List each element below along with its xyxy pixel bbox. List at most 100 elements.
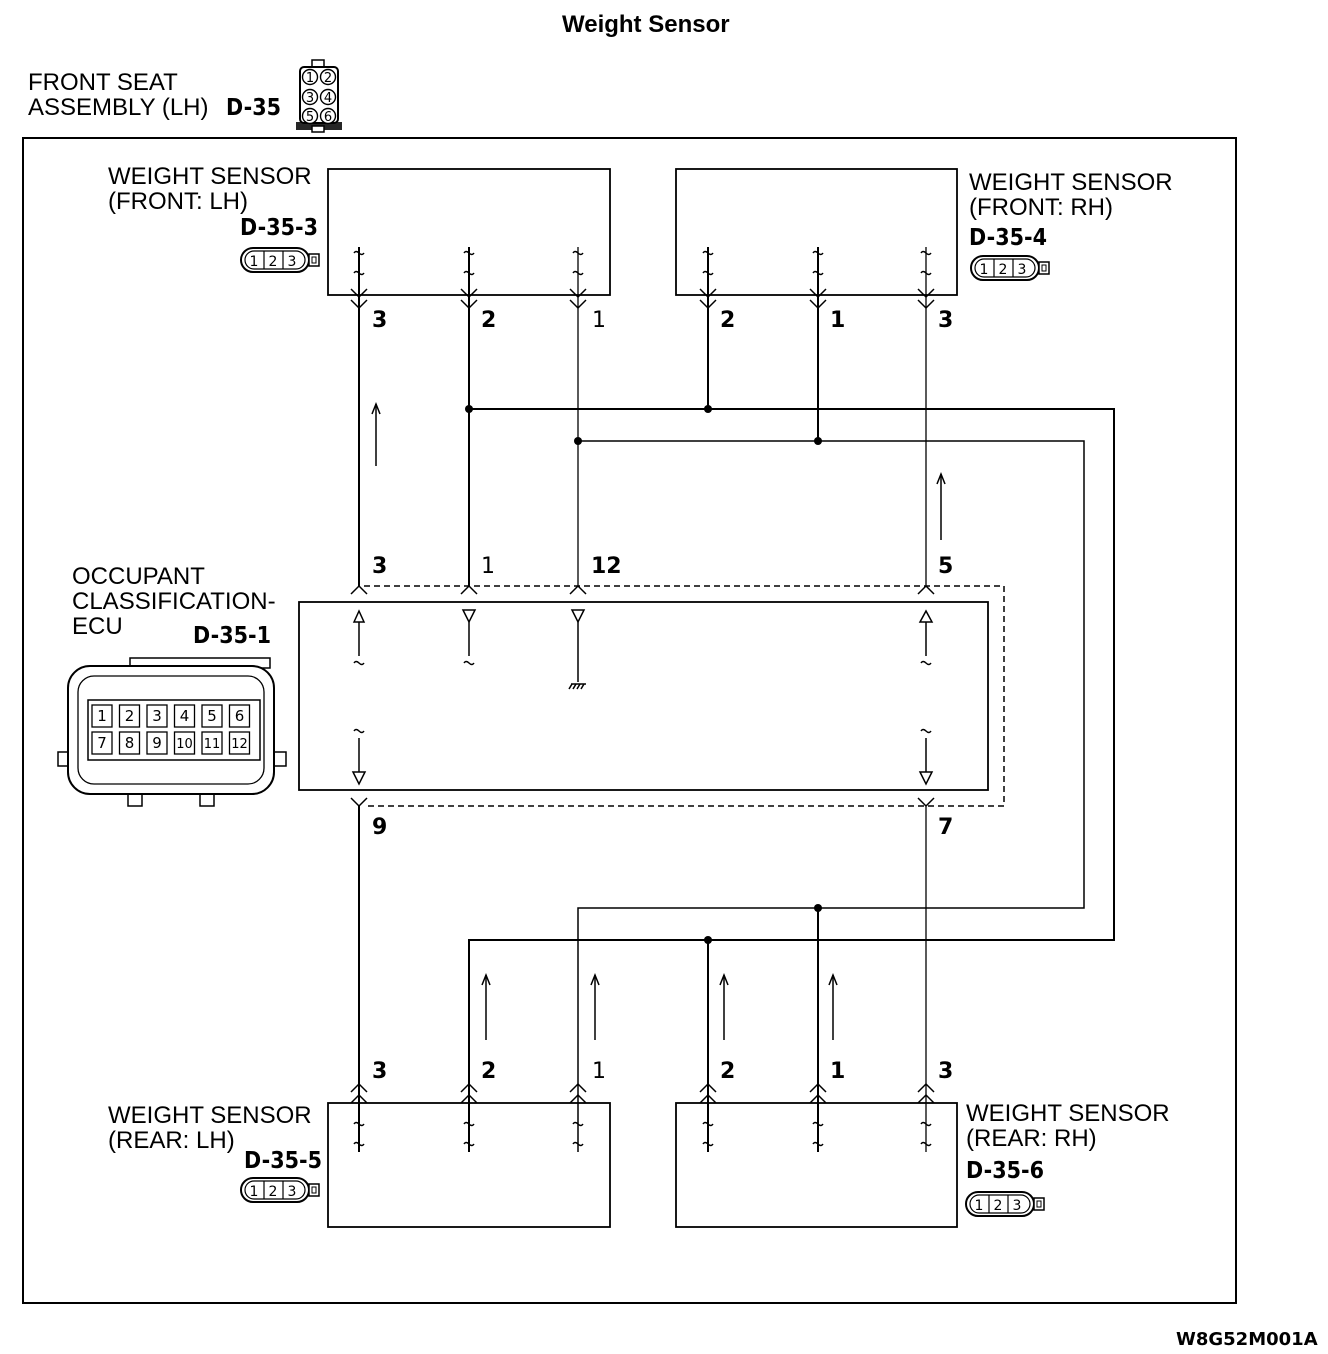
front-terminals xyxy=(350,250,935,310)
ecu-connector-pin-1: 1 xyxy=(97,707,107,725)
front-rh-pin-c: 3 xyxy=(938,308,954,333)
rear-rh-sensor-label-line1: WEIGHT SENSOR xyxy=(966,1100,1170,1127)
ecu-connector-pin-4: 4 xyxy=(180,707,190,725)
rear-lh-conn-pin-1: 1 xyxy=(250,1184,259,1200)
rear-rh-sensor-box xyxy=(675,1102,958,1228)
rear-rh-sensor-code: D-35-6 xyxy=(966,1158,1044,1184)
figure-id: W8G52M001A xyxy=(1176,1329,1318,1350)
harness-connector-icon xyxy=(296,59,342,133)
ecu-connector-pin-12: 12 xyxy=(231,737,248,752)
front-lh-conn-pin-1: 1 xyxy=(250,254,259,270)
harness-pin-4: 4 xyxy=(324,91,332,106)
harness-pin-2: 2 xyxy=(324,71,332,86)
rear-lh-sensor-label-line1: WEIGHT SENSOR xyxy=(108,1102,312,1129)
ecu-connector-cell xyxy=(146,704,168,728)
rear-rh-pin-b: 1 xyxy=(830,1059,846,1084)
ecu-bottom-terminals xyxy=(350,728,935,808)
ecu-connector-pin-3: 3 xyxy=(152,707,162,725)
rear-rh-conn-pin-1: 1 xyxy=(975,1198,984,1214)
rear-lh-conn-pin-2: 2 xyxy=(269,1184,278,1200)
harness-label-line1: FRONT SEAT xyxy=(28,69,178,96)
front-lh-conn-pin-3: 3 xyxy=(288,254,297,270)
ecu-connector-cell xyxy=(173,731,196,755)
junction-dots xyxy=(465,405,822,944)
front-lh-pin-a: 3 xyxy=(372,308,388,333)
harness-pin-6: 6 xyxy=(324,110,332,125)
ecu-connector-pin-8: 8 xyxy=(125,734,135,752)
rear-lh-sensor-code: D-35-5 xyxy=(244,1148,322,1174)
front-rh-pin-a: 2 xyxy=(720,308,736,333)
rear-lh-sensor-label-line2: (REAR: LH) xyxy=(108,1127,235,1154)
harness-connector-pins: 1 2 3 4 5 6 xyxy=(306,71,332,125)
front-rh-sensor-label-line1: WEIGHT SENSOR xyxy=(969,169,1173,196)
front-rh-sensor-box xyxy=(675,168,958,296)
ecu-connector-cell xyxy=(146,731,168,755)
ecu-connector-pin-6: 6 xyxy=(235,707,245,725)
ecu-top-terminals xyxy=(350,584,935,690)
ecu-label-line3: ECU xyxy=(72,613,123,640)
front-lh-pin-c: 1 xyxy=(592,308,606,333)
ecu-pin-1: 1 xyxy=(481,554,495,579)
rear-lh-pin-b: 2 xyxy=(481,1059,497,1084)
rear-rh-pin-a: 2 xyxy=(720,1059,736,1084)
ecu-connector-cell xyxy=(91,731,113,755)
harness-pin-5: 5 xyxy=(306,110,314,125)
ecu-pin-5: 5 xyxy=(938,554,954,579)
rear-lh-pin-c: 1 xyxy=(592,1059,606,1084)
wires xyxy=(358,247,1115,1152)
page-title: Weight Sensor xyxy=(562,11,730,38)
ecu-connector-cell xyxy=(228,731,251,755)
ecu-connector-pin-5: 5 xyxy=(207,707,217,725)
ecu-shield-dashed xyxy=(364,585,1005,807)
ecu-pin-12: 12 xyxy=(591,554,622,579)
ecu-connector-pin-9: 9 xyxy=(152,734,162,752)
harness-pin-3: 3 xyxy=(306,91,314,106)
ecu-connector-cell xyxy=(118,704,141,728)
ecu-label-line1: OCCUPANT xyxy=(72,563,205,590)
ecu-pin-7: 7 xyxy=(938,815,954,840)
rear-lh-pin-a: 3 xyxy=(372,1059,388,1084)
diagram-frame xyxy=(22,137,1237,1304)
ecu-label-line2: CLASSIFICATION- xyxy=(72,588,276,615)
ecu-connector-cell xyxy=(201,704,223,728)
rear-terminals xyxy=(350,1082,935,1147)
rear-rh-pin-c: 3 xyxy=(938,1059,954,1084)
ecu-connector-pin-7: 7 xyxy=(97,734,107,752)
ecu-connector-cell xyxy=(118,731,141,755)
front-lh-sensor-code: D-35-3 xyxy=(240,215,318,241)
front-lh-sensor-label-line2: (FRONT: LH) xyxy=(108,188,248,215)
ecu-connector-cell xyxy=(228,704,251,728)
front-lh-connector-icon: 1 2 3 xyxy=(240,247,320,273)
front-rh-sensor-code: D-35-4 xyxy=(969,225,1047,251)
flow-arrows xyxy=(371,401,946,1040)
ecu-code: D-35-1 xyxy=(193,623,271,649)
front-rh-sensor-label-line2: (FRONT: RH) xyxy=(969,194,1113,221)
ecu-connector-cell xyxy=(91,704,113,728)
ecu-box xyxy=(298,601,989,791)
harness-label-line2: ASSEMBLY (LH) xyxy=(28,94,209,121)
rear-rh-connector-icon: 1 2 3 xyxy=(965,1191,1045,1217)
rear-rh-conn-pin-2: 2 xyxy=(994,1198,1003,1214)
front-rh-connector-icon: 1 2 3 xyxy=(970,255,1050,281)
rear-lh-conn-pin-3: 3 xyxy=(288,1184,297,1200)
harness-code: D-35 xyxy=(226,95,281,121)
rear-rh-sensor-label-line2: (REAR: RH) xyxy=(966,1125,1097,1152)
rear-lh-connector-icon: 1 2 3 xyxy=(240,1177,320,1203)
harness-pin-1: 1 xyxy=(306,71,314,86)
front-lh-sensor-label-line1: WEIGHT SENSOR xyxy=(108,163,312,190)
ecu-connector-pin-11: 11 xyxy=(204,737,221,752)
front-rh-conn-pin-2: 2 xyxy=(999,262,1008,278)
front-rh-pin-b: 1 xyxy=(830,308,846,333)
ecu-pin-9: 9 xyxy=(372,815,388,840)
ecu-pin-3: 3 xyxy=(372,554,388,579)
ecu-connector-pin-2: 2 xyxy=(125,707,135,725)
ecu-connector-cell xyxy=(201,731,223,755)
ecu-connector-cell xyxy=(173,704,196,728)
rear-rh-conn-pin-3: 3 xyxy=(1013,1198,1022,1214)
ecu-connector-pin-10: 10 xyxy=(176,737,193,752)
front-rh-conn-pin-3: 3 xyxy=(1018,262,1027,278)
front-lh-conn-pin-2: 2 xyxy=(269,254,278,270)
front-rh-conn-pin-1: 1 xyxy=(980,262,989,278)
